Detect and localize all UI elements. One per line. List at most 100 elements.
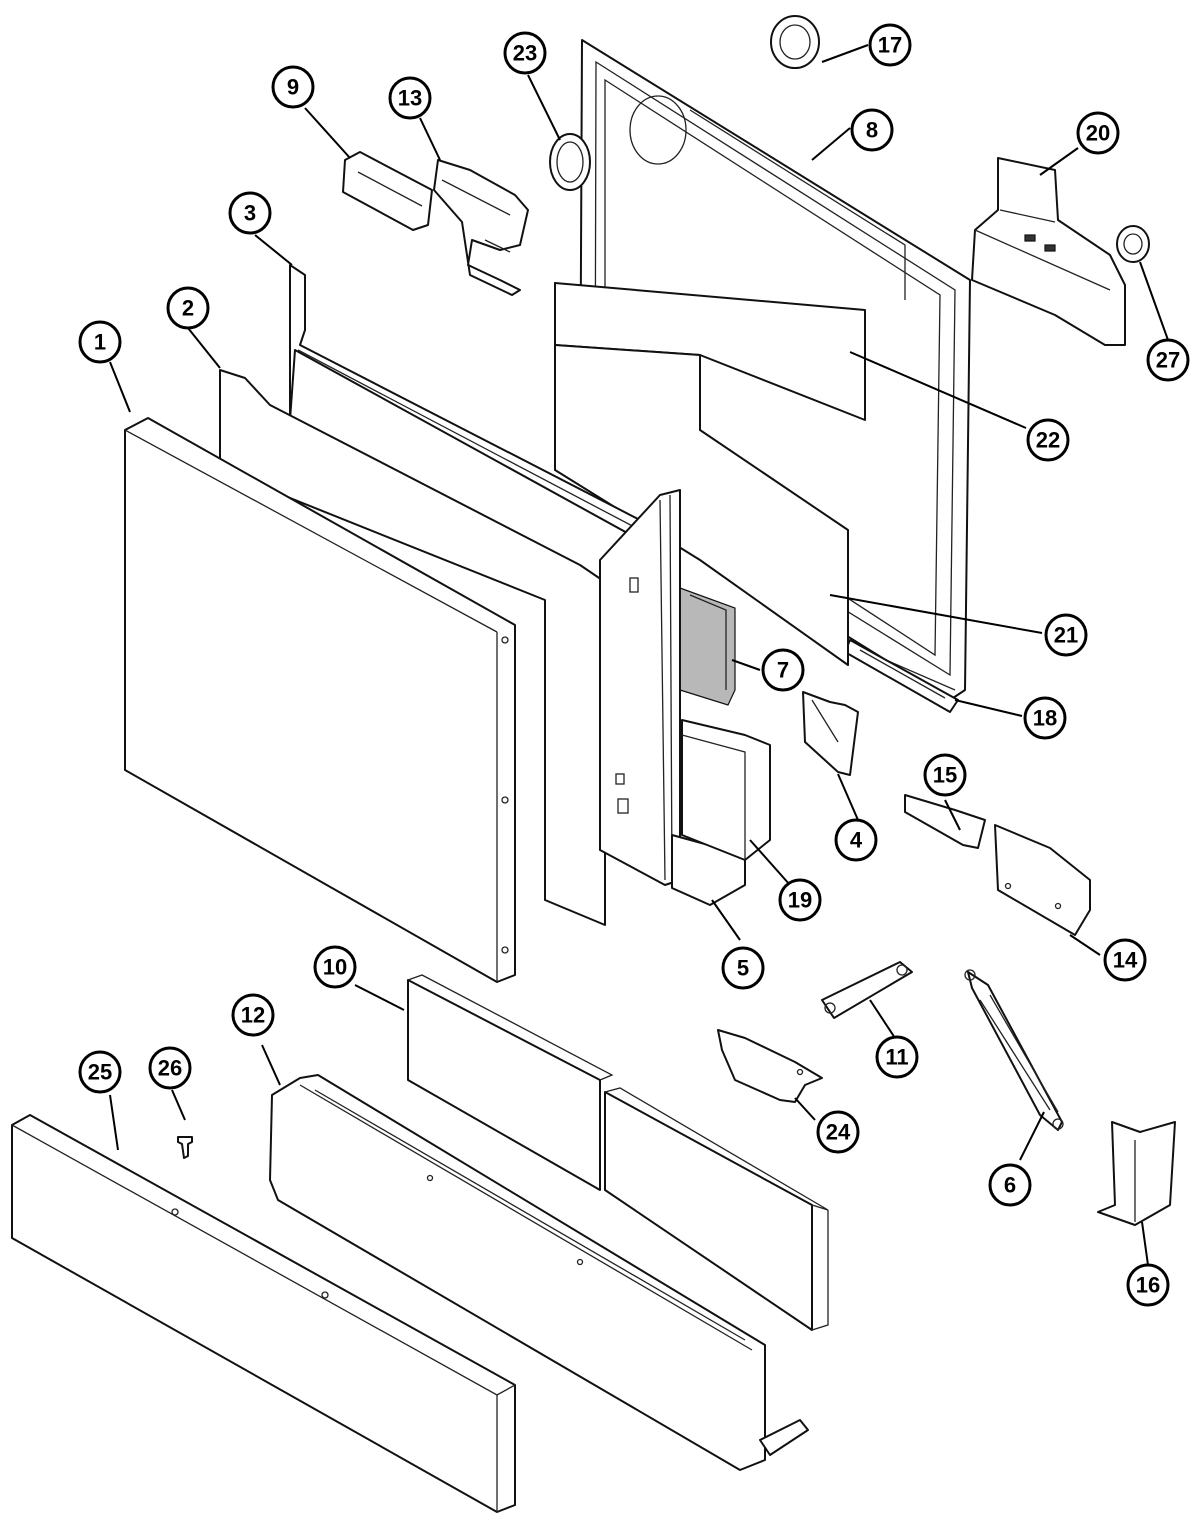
- insulation-block-left: [407, 974, 614, 1191]
- svg-text:11: 11: [885, 1045, 908, 1070]
- leader-21: [829, 594, 1043, 634]
- svg-text:7: 7: [777, 658, 789, 683]
- outer-door-panel: [124, 417, 516, 983]
- leader-4: [837, 773, 859, 821]
- svg-text:8: 8: [866, 118, 878, 143]
- callout-3: 3: [228, 191, 272, 235]
- svg-text:18: 18: [1033, 706, 1057, 731]
- leader-3: [254, 234, 293, 266]
- leader-7: [731, 659, 761, 671]
- leader-25: [109, 1094, 119, 1151]
- leader-22: [849, 351, 1027, 429]
- leader-9: [304, 107, 351, 159]
- svg-text:14: 14: [1113, 948, 1138, 973]
- svg-text:26: 26: [158, 1056, 182, 1081]
- svg-text:15: 15: [933, 763, 957, 788]
- callout-1: 1: [78, 320, 122, 364]
- callout-4: 4: [834, 818, 878, 862]
- callout-18: 18: [1023, 696, 1067, 740]
- callout-12: 12: [231, 993, 275, 1037]
- callout-25: 25: [78, 1050, 122, 1094]
- door-gasket: [679, 587, 736, 706]
- callout-23: 23: [503, 31, 547, 75]
- handle-bezel: [342, 151, 433, 231]
- svg-text:1: 1: [94, 330, 106, 355]
- insulation-panel-large: [554, 282, 849, 666]
- leader-lines: [109, 44, 1169, 1266]
- leader-19: [749, 839, 791, 886]
- svg-text:13: 13: [398, 86, 422, 111]
- svg-text:6: 6: [1004, 1173, 1016, 1198]
- callout-21: 21: [1044, 613, 1088, 657]
- svg-text:20: 20: [1086, 121, 1110, 146]
- svg-text:25: 25: [88, 1060, 112, 1085]
- leader-10: [354, 984, 405, 1011]
- rinse-aid-cap: [1116, 225, 1150, 263]
- svg-text:4: 4: [850, 828, 863, 853]
- leader-5: [711, 899, 741, 941]
- callout-15: 15: [923, 753, 967, 797]
- leader-12: [261, 1044, 281, 1086]
- svg-text:23: 23: [513, 41, 537, 66]
- latch-assembly: [433, 159, 529, 296]
- svg-text:27: 27: [1156, 348, 1180, 373]
- leader-20: [1039, 147, 1079, 176]
- callout-11: 11: [875, 1035, 919, 1079]
- callout-26: 26: [148, 1046, 192, 1090]
- svg-text:5: 5: [737, 956, 749, 981]
- svg-text:12: 12: [241, 1003, 265, 1028]
- svg-text:3: 3: [244, 201, 256, 226]
- side-frame-rail: [599, 489, 746, 906]
- callout-7: 7: [761, 648, 805, 692]
- leader-1: [109, 361, 131, 413]
- svg-text:9: 9: [287, 75, 299, 100]
- svg-text:17: 17: [878, 33, 902, 58]
- leader-2: [187, 327, 221, 369]
- hinge-bracket: [802, 691, 859, 776]
- leader-23: [527, 74, 561, 141]
- leader-27: [1139, 261, 1169, 341]
- door-spring: [964, 969, 1064, 1131]
- spring-clip: [904, 794, 986, 849]
- leader-16: [1141, 1221, 1149, 1266]
- leader-8: [811, 127, 851, 161]
- screw: [177, 1136, 193, 1159]
- callout-5: 5: [721, 946, 765, 990]
- svg-text:10: 10: [323, 955, 347, 980]
- svg-text:16: 16: [1136, 1273, 1160, 1298]
- door-link: [821, 961, 913, 1019]
- callout-6: 6: [988, 1163, 1032, 1207]
- callout-20: 20: [1076, 111, 1120, 155]
- callout-10: 10: [313, 945, 357, 989]
- detergent-dispenser: [971, 157, 1126, 346]
- leader-6: [1019, 1111, 1045, 1161]
- leader-13: [419, 117, 441, 161]
- ring-seal: [549, 133, 591, 191]
- callout-17: 17: [868, 23, 912, 67]
- leader-17: [821, 44, 869, 63]
- callout-14: 14: [1103, 938, 1147, 982]
- callout-16: 16: [1126, 1263, 1170, 1307]
- leader-26: [171, 1089, 186, 1121]
- leader-18: [954, 699, 1023, 717]
- leader-24: [794, 1097, 816, 1121]
- callout-27: 27: [1146, 338, 1190, 382]
- trim-panel: [11, 1114, 516, 1513]
- callout-22: 22: [1026, 418, 1070, 462]
- svg-text:2: 2: [182, 296, 194, 321]
- callout-13: 13: [388, 76, 432, 120]
- callout-19: 19: [778, 878, 822, 922]
- callout-9: 9: [271, 65, 315, 109]
- leader-11: [869, 999, 896, 1039]
- leader-14: [1069, 934, 1101, 956]
- corner-bracket: [1097, 1121, 1176, 1226]
- callout-24: 24: [816, 1110, 860, 1154]
- svg-text:24: 24: [826, 1120, 851, 1145]
- control-module: [681, 719, 771, 861]
- control-panel-housing: [269, 1074, 809, 1471]
- insulation-block-right: [604, 1087, 829, 1331]
- mounting-plate: [994, 824, 1091, 936]
- svg-text:22: 22: [1036, 428, 1060, 453]
- callout-2: 2: [166, 286, 210, 330]
